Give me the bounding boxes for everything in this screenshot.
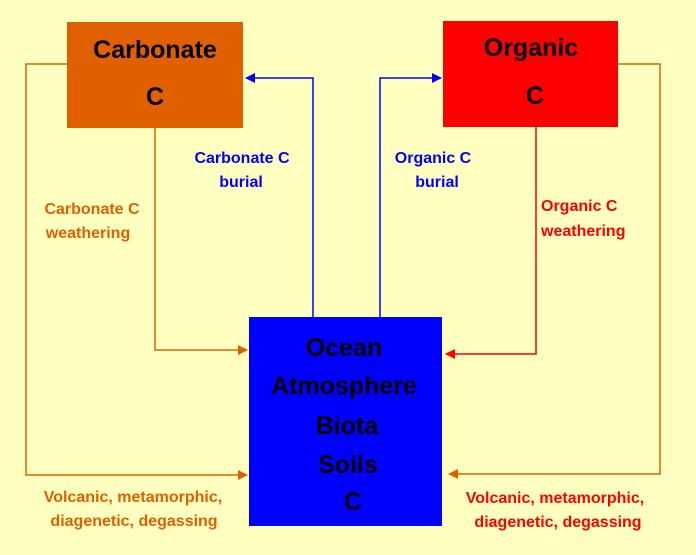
ocean-box: Ocean Atmosphere Biota Soils C: [249, 317, 442, 526]
carbonate-burial-label-1: Carbonate C: [194, 150, 290, 167]
organic-burial-arrow: [379, 73, 442, 317]
volcanic-right-label-2: diagenetic, degassing: [474, 514, 641, 531]
organic-box: Organic C: [443, 21, 618, 127]
carbonate-weathering-label-2: weathering: [45, 225, 130, 242]
organic-weathering-label-2: weathering: [540, 223, 625, 240]
carbonate-degassing-arrow: [25, 63, 248, 480]
ocean-box-line-3: Biota: [316, 412, 380, 440]
carbonate-weathering-label-1: Carbonate C: [44, 201, 140, 218]
ocean-box-line-5: C: [344, 488, 362, 516]
volcanic-right-label-1: Volcanic, metamorphic,: [466, 490, 644, 507]
carbonate-burial-label-2: burial: [219, 174, 263, 191]
volcanic-left-label-2: diagenetic, degassing: [50, 513, 217, 530]
ocean-box-line-4: Soils: [318, 451, 378, 479]
carbonate-box-subtitle: C: [146, 83, 164, 111]
carbonate-box-title: Carbonate: [93, 36, 217, 64]
organic-box-title: Organic: [484, 34, 579, 62]
organic-weathering-label-1: Organic C: [541, 198, 618, 215]
ocean-box-line-2: Atmosphere: [271, 372, 417, 400]
carbonate-weathering-arrow: [154, 128, 248, 355]
ocean-box-line-1: Ocean: [306, 334, 382, 362]
organic-weathering-arrow: [445, 127, 537, 359]
volcanic-left-label-1: Volcanic, metamorphic,: [44, 489, 222, 506]
organic-box-subtitle: C: [526, 82, 544, 110]
organic-burial-label-1: Organic C: [395, 150, 472, 167]
organic-degassing-arrow: [448, 63, 661, 479]
organic-burial-label-2: burial: [415, 174, 459, 191]
carbonate-box: Carbonate C: [67, 22, 243, 128]
carbonate-burial-arrow: [245, 73, 314, 317]
